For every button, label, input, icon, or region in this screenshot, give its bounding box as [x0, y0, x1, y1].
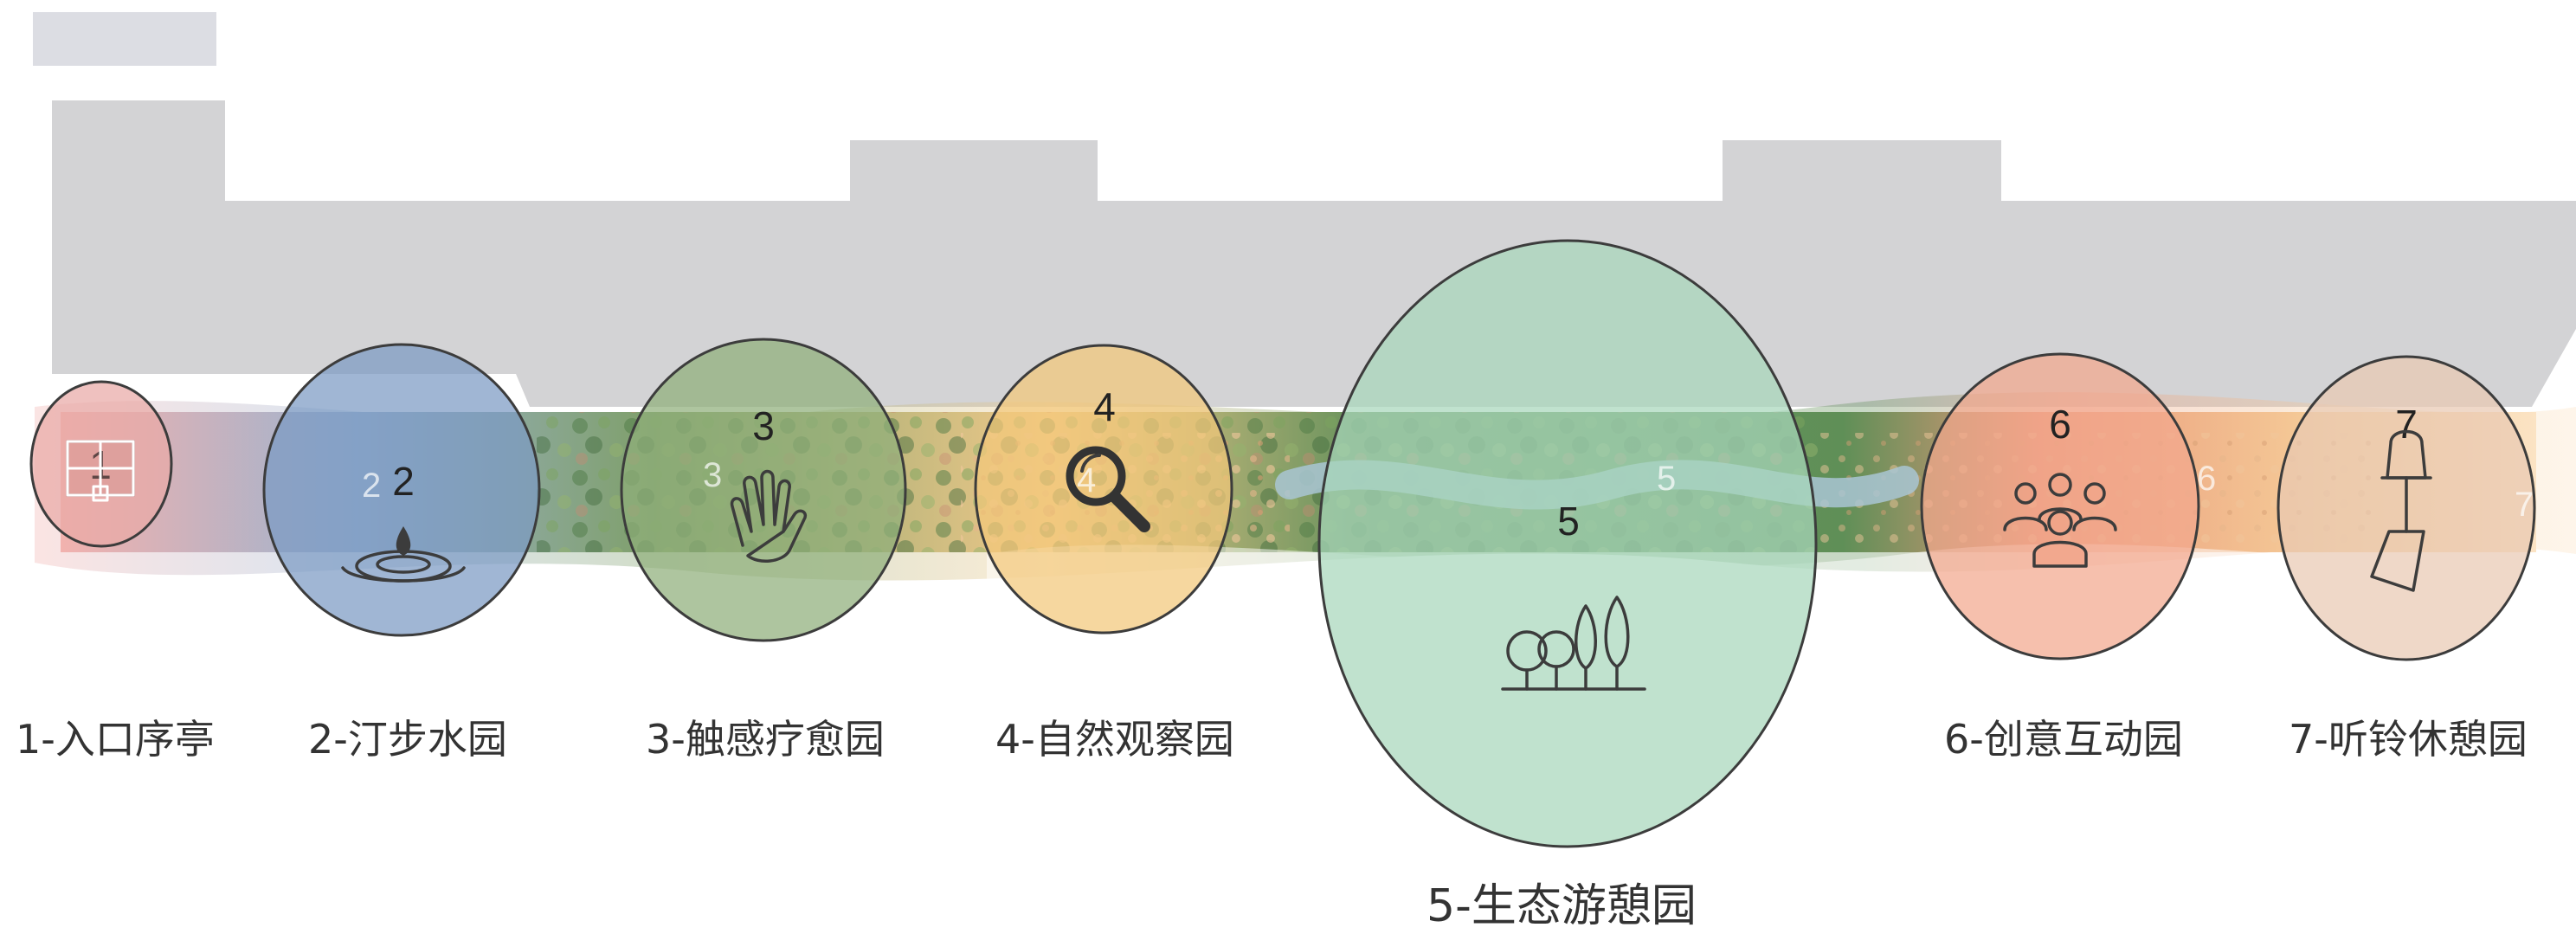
hand-icon	[730, 469, 807, 563]
zone-6-outline	[1920, 352, 2200, 660]
zone-5-label: 5-生态游憩园	[1426, 880, 1697, 932]
strip-number-2: 2	[362, 467, 381, 505]
magnifier-icon	[1066, 446, 1150, 532]
zone-3-label: 3-触感疗愈园	[646, 716, 885, 763]
corner-tab	[33, 12, 216, 66]
zone-4-outline	[974, 344, 1233, 634]
zone-2-outline	[262, 343, 541, 637]
strip-number-7: 7	[2515, 486, 2534, 524]
people-group-icon	[2003, 473, 2117, 568]
zone-4-label: 4-自然观察园	[995, 716, 1234, 763]
zone-6-label: 6-创意互动园	[1944, 716, 2183, 763]
strip-zone-numbers: 2 3 4 5 6 7	[362, 456, 2534, 524]
zone-1-outline	[29, 380, 173, 548]
zone-2-circle	[264, 345, 539, 635]
zone-5-circle	[1319, 241, 1816, 847]
zone-6-circle	[1922, 354, 2199, 659]
wind-chime-icon	[2370, 429, 2432, 592]
strip-number-6: 6	[2197, 460, 2216, 498]
zone-6-number: 6	[2049, 402, 2071, 447]
zone-5-outline	[1317, 239, 1818, 848]
zone-4-circle	[976, 345, 1232, 633]
zone-circles	[31, 241, 2534, 847]
zone-circle-outlines	[29, 239, 2536, 848]
zone-4-number: 4	[1093, 384, 1116, 429]
pavilion-icon	[66, 440, 135, 502]
zone-7-number: 7	[2395, 402, 2418, 447]
zone-2-number: 2	[392, 459, 415, 504]
zone-7-outline	[2277, 355, 2536, 661]
zone-2-label: 2-汀步水园	[308, 716, 507, 763]
building-footprint	[52, 100, 2576, 407]
zone-5-number: 5	[1557, 499, 1580, 544]
water-drop-icon	[341, 526, 466, 583]
zone-1-label: 1-入口序亭	[16, 716, 215, 763]
zone-7-label: 7-听铃休憩园	[2289, 716, 2528, 763]
trees-icon	[1501, 596, 1646, 691]
zone-3-outline	[620, 338, 907, 642]
strip-number-3: 3	[703, 456, 722, 494]
zone-numbers: 1 2 3 4 5 6 7	[89, 384, 2418, 544]
strip-number-5: 5	[1657, 460, 1676, 498]
zone-3-number: 3	[752, 403, 775, 448]
